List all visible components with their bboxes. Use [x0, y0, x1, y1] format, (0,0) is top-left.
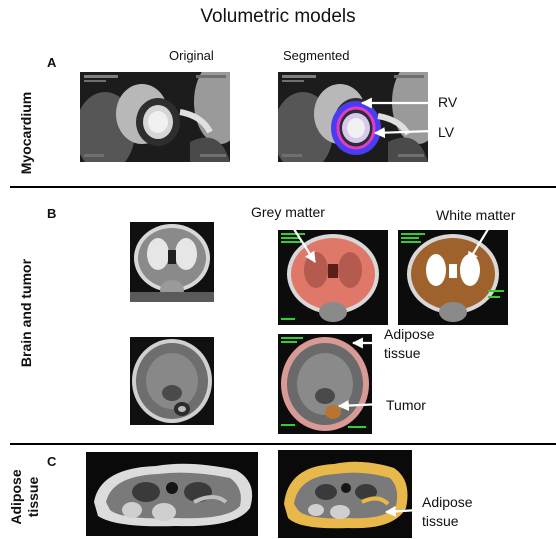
- brain-axial-original-image: [130, 337, 214, 425]
- label-adipose-abdomen-line2: tissue: [422, 513, 459, 529]
- label-adipose-abdomen-line1: Adipose: [422, 494, 473, 510]
- myocardium-segmented-image: [278, 72, 428, 162]
- label-tumor: Tumor: [386, 397, 426, 413]
- adipose-segmented-image: [278, 450, 412, 538]
- brain-grey-matter-segmented-image: [278, 230, 388, 325]
- arrow-lv: [373, 127, 433, 139]
- label-grey-matter: Grey matter: [251, 204, 325, 220]
- column-label-original: Original: [169, 48, 214, 63]
- arrow-adipose-abdomen: [384, 505, 419, 517]
- figure-title: Volumetric models: [200, 6, 356, 27]
- arrow-tumor: [337, 400, 383, 412]
- arrow-white-matter: [467, 225, 491, 263]
- divider-b-c: [10, 443, 556, 445]
- adipose-original-image: [86, 452, 258, 536]
- label-white-matter: White matter: [436, 207, 516, 223]
- label-adipose-brain-line1: Adipose: [384, 326, 435, 342]
- brain-coronal-original-image: [130, 222, 214, 302]
- label-lv: LV: [438, 124, 455, 140]
- column-label-segmented: Segmented: [283, 48, 350, 63]
- label-adipose-brain-line2: tissue: [384, 345, 421, 361]
- divider-a-b: [10, 186, 556, 188]
- label-rv: RV: [438, 94, 458, 110]
- panel-c-letter: C: [47, 454, 57, 469]
- panel-a-letter: A: [47, 55, 57, 70]
- panel-b-letter: B: [47, 206, 57, 221]
- arrow-grey-matter: [291, 225, 316, 263]
- myocardium-original-image: [80, 72, 230, 162]
